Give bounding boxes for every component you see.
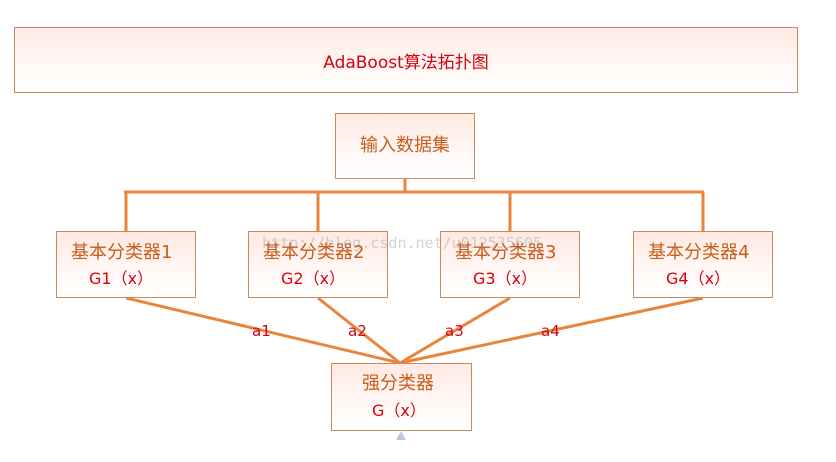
base-classifier-1-box: 基本分类器1 G1（x） (56, 231, 196, 298)
watermark-text: http://blog.csdn.net/u012535605 (262, 234, 542, 252)
connector-merge-1 (125, 296, 401, 365)
input-dataset-box: 输入数据集 (335, 113, 475, 179)
base-classifier-2-name: 基本分类器2 (263, 242, 365, 263)
base-classifier-2-box: 基本分类器2 G2（x） (248, 231, 388, 298)
weight-label-3: a3 (445, 322, 464, 340)
strong-classifier-name: 强分类器 (362, 373, 434, 394)
connector-merge-4 (399, 296, 704, 365)
base-classifier-3-box: 基本分类器3 G3（x） (440, 231, 580, 298)
base-classifier-1-func: G1（x） (89, 269, 154, 288)
base-classifier-3-func: G3（x） (473, 269, 538, 288)
strong-classifier-box: 强分类器 G（x） (331, 363, 472, 431)
base-classifier-4-name: 基本分类器4 (648, 242, 750, 263)
diagram-title: AdaBoost算法拓扑图 (323, 52, 489, 73)
title-box: AdaBoost算法拓扑图 (14, 27, 798, 93)
base-classifier-4-func: G4（x） (666, 269, 731, 288)
weight-label-4: a4 (541, 322, 560, 340)
strong-classifier-func: G（x） (372, 401, 426, 420)
base-classifier-1-name: 基本分类器1 (71, 242, 173, 263)
weight-label-1: a1 (252, 322, 271, 340)
weight-label-2: a2 (348, 322, 367, 340)
input-dataset-label: 输入数据集 (360, 135, 450, 156)
triangle-marker-icon (396, 431, 406, 440)
base-classifier-4-box: 基本分类器4 G4（x） (633, 231, 773, 298)
connector-merge-3 (399, 296, 511, 365)
base-classifier-3-name: 基本分类器3 (455, 242, 557, 263)
base-classifier-2-func: G2（x） (281, 269, 346, 288)
connector-merge-2 (317, 296, 401, 365)
